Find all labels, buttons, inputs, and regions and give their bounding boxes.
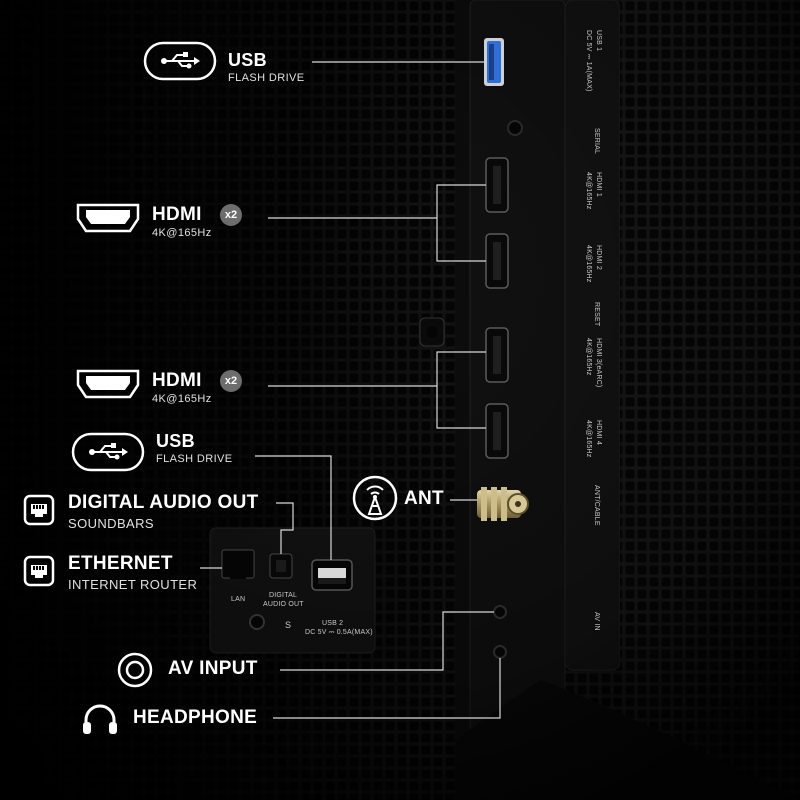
digital-audio-subtitle: SOUNDBARS	[68, 516, 154, 531]
callout-lines	[200, 61, 501, 719]
usb-top-title: USB	[228, 50, 267, 70]
panel-label-usb2: USB 2	[322, 620, 344, 627]
hdmi-port-2	[485, 233, 509, 289]
hdmi-1-subtitle: 4K@165Hz	[152, 227, 212, 239]
usb-icon	[143, 41, 217, 81]
hdmi-1-title: HDMI	[152, 204, 202, 225]
hdmi-1-badge: x2	[220, 204, 242, 226]
reset-button	[419, 317, 445, 347]
panel-label-hdmi4-spec: 4K@165Hz	[585, 420, 592, 458]
ethernet-title: ETHERNET	[68, 553, 173, 574]
panel-label-serial: SERIAL	[593, 128, 600, 155]
panel-label-ant-cable: ANT/CABLE	[593, 485, 600, 526]
ant-title: ANT	[404, 488, 444, 509]
headphone-title: HEADPHONE	[133, 707, 258, 728]
panel-label-usb1-spec: DC 5V ⎓ 1A(MAX)	[585, 30, 592, 92]
panel-label-av-in: AV IN	[593, 612, 600, 631]
panel-label-hdmi2: HDMI 2	[595, 245, 602, 270]
av-input-icon	[117, 652, 153, 688]
panel-label-digital: DIGITAL	[269, 592, 298, 599]
panel-label-hdmi1-spec: 4K@165Hz	[585, 172, 592, 210]
usb-port-2	[311, 559, 353, 591]
ethernet-icon	[23, 494, 55, 526]
small-jack	[249, 614, 265, 630]
ethernet-subtitle: INTERNET ROUTER	[68, 577, 198, 592]
av-input-title: AV INPUT	[168, 658, 258, 679]
panel-label-hdmi3: HDMI 3(eARC)	[595, 338, 602, 388]
panel-label-audio-out: AUDIO OUT	[263, 601, 304, 608]
headphone-icon	[83, 704, 117, 734]
usb-bottom-title: USB	[156, 431, 195, 451]
usb-top-subtitle: FLASH DRIVE	[228, 72, 305, 84]
hdmi-2-subtitle: 4K@165Hz	[152, 393, 212, 405]
panel-label-reset: RESET	[593, 302, 600, 327]
headphone-jack	[493, 645, 507, 659]
usb-port-1	[484, 38, 504, 86]
hdmi-2-title: HDMI	[152, 370, 202, 391]
panel-label-usb2-spec: DC 5V ⎓ 0.5A(MAX)	[305, 629, 373, 636]
hdmi-port-3	[485, 327, 509, 383]
usb-bottom-subtitle: FLASH DRIVE	[156, 453, 233, 465]
panel-label-hdmi3-spec: 4K@165Hz	[585, 338, 592, 376]
panel-label-hdmi1: HDMI 1	[595, 172, 602, 197]
hdmi-icon	[76, 203, 140, 233]
hdmi-2-badge: x2	[220, 370, 242, 392]
usb-icon	[71, 432, 145, 472]
coax-connector	[477, 487, 529, 521]
hdmi-port-4	[485, 403, 509, 459]
panel-label-lan: LAN	[231, 596, 246, 603]
panel-label-usb1: USB 1	[595, 30, 602, 52]
hdmi-icon	[76, 369, 140, 399]
av-jack	[493, 605, 507, 619]
optical-port	[269, 553, 293, 579]
hdmi-port-1	[485, 157, 509, 213]
panel-label-s: S	[285, 620, 292, 630]
serial-port	[507, 120, 523, 136]
digital-audio-title: DIGITAL AUDIO OUT	[68, 492, 259, 513]
antenna-icon	[352, 475, 398, 521]
panel-label-hdmi2-spec: 4K@165Hz	[585, 245, 592, 283]
lan-port	[221, 549, 255, 579]
ethernet-icon	[23, 555, 55, 587]
panel-label-hdmi4: HDMI 4	[595, 420, 602, 445]
